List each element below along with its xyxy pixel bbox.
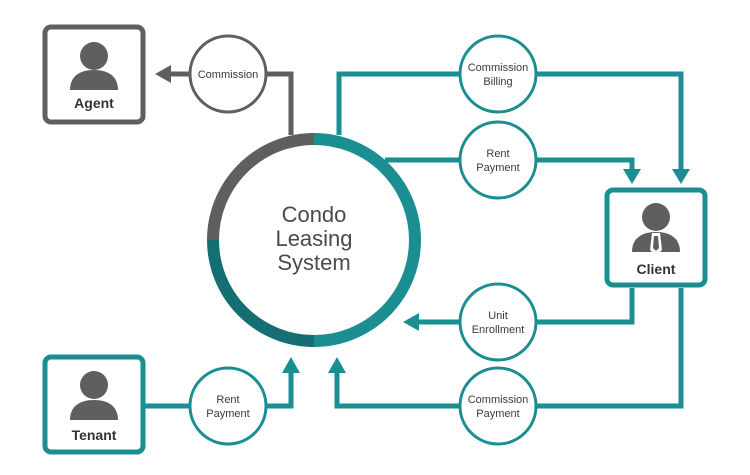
flow-rent-payment-tenant: Rent Payment — [188, 366, 268, 446]
flow-commission: Commission — [188, 34, 268, 114]
flow-commission-billing: Commission Billing — [458, 34, 538, 114]
flow-rent-payment-client: Rent Payment — [458, 120, 538, 200]
condo-leasing-system: Condo Leasing System — [207, 133, 421, 347]
entity-tenant: Tenant — [42, 354, 146, 455]
system-title-line-3: System — [277, 250, 350, 275]
flow-commission-payment-line-1: Commission — [468, 394, 529, 406]
person-with-tie-icon — [632, 203, 680, 256]
person-icon — [70, 42, 118, 90]
flow-rent-payment-tenant-line-1: Rent — [216, 394, 239, 406]
system-title-line-1: Condo — [282, 202, 347, 227]
person-icon — [70, 371, 118, 420]
system-title-line-2: Leasing — [275, 226, 352, 251]
flow-unit-enrollment: Unit Enrollment — [458, 282, 538, 362]
flow-rent-payment-client-line-1: Rent — [486, 148, 509, 160]
flow-commission-billing-line-2: Billing — [483, 76, 512, 88]
flow-rent-payment-tenant-line-2: Payment — [206, 408, 249, 420]
flow-rent-payment-client-line-2: Payment — [476, 162, 519, 174]
flow-commission-payment: Commission Payment — [458, 366, 538, 446]
flow-unit-enrollment-line-2: Enrollment — [472, 324, 525, 336]
flow-unit-enrollment-line-1: Unit — [488, 310, 508, 322]
tenant-label: Tenant — [72, 427, 117, 443]
entity-agent: Agent — [42, 24, 146, 125]
agent-label: Agent — [74, 95, 114, 111]
flow-commission-payment-line-2: Payment — [476, 408, 519, 420]
flow-commission-billing-line-1: Commission — [468, 62, 529, 74]
client-label: Client — [637, 261, 676, 277]
entity-client: Client — [604, 187, 708, 288]
flow-commission-label: Commission — [198, 69, 259, 81]
